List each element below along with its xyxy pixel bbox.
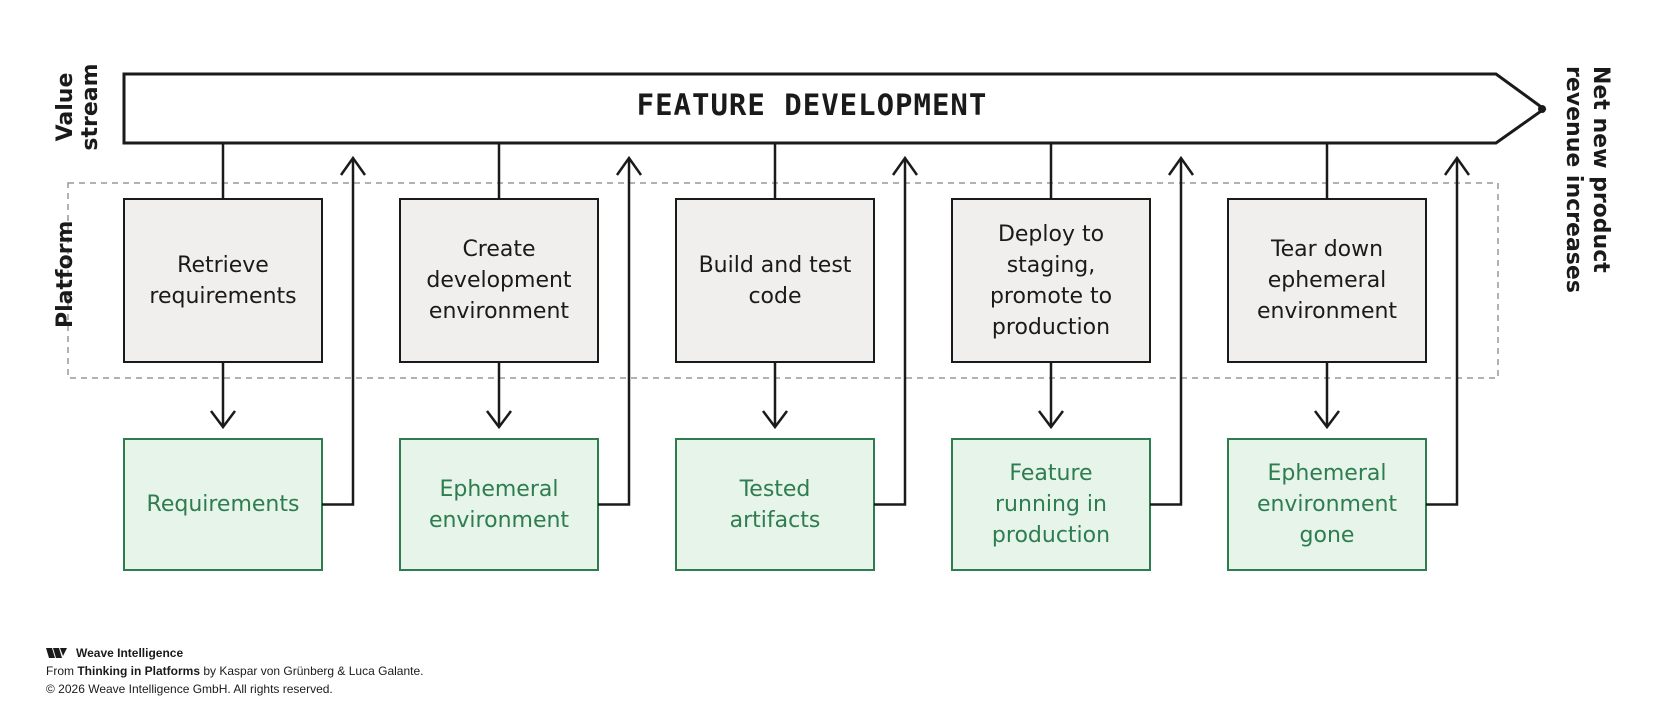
down-arrowhead bbox=[1038, 410, 1064, 430]
output-box-label-text: Ephemeral environment bbox=[429, 474, 569, 536]
net-revenue-label: Net new product revenue increases bbox=[1558, 66, 1614, 293]
output-to-banner-arrow bbox=[1150, 160, 1183, 506]
step-box-label-line: code bbox=[748, 283, 802, 309]
step-box-label: Retrieve requirements bbox=[124, 199, 322, 362]
step-box-label-line: environment bbox=[428, 299, 570, 324]
step-box-label-line: Deploy to bbox=[997, 221, 1105, 247]
output-box-label-line: Ephemeral bbox=[1267, 461, 1387, 486]
output-box-label-line: Tested bbox=[739, 476, 811, 502]
up-arrowhead bbox=[339, 155, 367, 176]
down-arrowhead bbox=[1314, 410, 1340, 430]
output-box-label-text: Feature running in production bbox=[992, 458, 1110, 551]
up-arrowhead bbox=[1167, 155, 1195, 176]
step-box bbox=[123, 198, 323, 363]
step-box-label-line: Tear down bbox=[1270, 237, 1384, 262]
down-arrowhead bbox=[486, 410, 512, 430]
down-arrowhead bbox=[762, 410, 788, 430]
net-revenue-label-line1: Net new product bbox=[1588, 66, 1613, 273]
output-box-label-line: Feature bbox=[1009, 461, 1093, 486]
output-box-label-line: production bbox=[991, 523, 1111, 548]
step-box bbox=[951, 198, 1151, 363]
platform-area bbox=[67, 182, 1499, 379]
step-box-label-line: staging, bbox=[1006, 252, 1096, 278]
net-revenue-label-line2: revenue increases bbox=[1561, 66, 1586, 293]
value-stream-label: Value stream bbox=[53, 59, 103, 155]
book-title: Thinking in Platforms bbox=[77, 664, 201, 678]
banner-title: FEATURE DEVELOPMENT bbox=[636, 88, 988, 122]
up-arrowhead bbox=[615, 155, 643, 176]
brand-name: Weave Intelligence bbox=[76, 646, 184, 660]
value-stream-label-line2: stream bbox=[78, 63, 103, 151]
step-box-label-text: Tear down ephemeral environment bbox=[1257, 234, 1397, 327]
down-arrowhead bbox=[210, 410, 236, 430]
output-box-label: Ephemeral environment gone bbox=[1228, 439, 1426, 570]
source-authors: by Kaspar von Grünberg & Luca Galante. bbox=[200, 664, 424, 678]
output-box-label-line: artifacts bbox=[729, 507, 821, 533]
output-box-label: Requirements bbox=[124, 439, 322, 570]
output-box-label-line: running in bbox=[995, 492, 1107, 517]
step-box-label-line: requirements bbox=[149, 283, 297, 309]
output-box-label: Feature running in production bbox=[952, 439, 1150, 570]
step-box-label-text: Retrieve requirements bbox=[149, 250, 296, 312]
banner-tip-dot bbox=[1538, 105, 1546, 113]
step-box bbox=[1227, 198, 1427, 363]
source-prefix: From bbox=[46, 664, 78, 678]
step-box-label-line: Create bbox=[462, 237, 536, 262]
weave-logo-icon bbox=[46, 648, 67, 658]
output-box-label-line: Ephemeral bbox=[439, 476, 559, 502]
output-box-label-line: Requirements bbox=[146, 492, 300, 517]
step-box-label-text: Deploy to staging, promote to production bbox=[990, 219, 1112, 343]
output-box bbox=[123, 438, 323, 571]
output-box bbox=[399, 438, 599, 571]
step-box-label-line: development bbox=[426, 268, 572, 293]
step-box-label-line: environment bbox=[1256, 299, 1398, 324]
output-box bbox=[951, 438, 1151, 571]
output-to-banner-arrow bbox=[322, 160, 355, 506]
step-box bbox=[399, 198, 599, 363]
step-box-label-text: Build and test code bbox=[699, 250, 852, 312]
output-box-label-line: environment bbox=[428, 507, 570, 533]
platform-label: Platform bbox=[53, 220, 78, 329]
output-to-banner-arrow bbox=[598, 160, 631, 506]
up-arrowhead bbox=[891, 155, 919, 176]
output-box-label: Tested artifacts bbox=[676, 439, 874, 570]
up-arrowhead bbox=[1443, 155, 1471, 176]
step-box-label-line: production bbox=[991, 314, 1111, 340]
step-box-label: Tear down ephemeral environment bbox=[1228, 199, 1426, 362]
brand-row: Weave Intelligence bbox=[46, 644, 423, 662]
output-to-banner-arrow bbox=[1426, 160, 1459, 506]
output-box-label: Ephemeral environment bbox=[400, 439, 598, 570]
step-box-label-text: Create development environment bbox=[426, 234, 571, 327]
step-box bbox=[675, 198, 875, 363]
step-box-label: Create development environment bbox=[400, 199, 598, 362]
output-box bbox=[675, 438, 875, 571]
value-stream-banner bbox=[122, 72, 1547, 145]
step-box-label-line: Build and test bbox=[698, 252, 852, 278]
value-stream-label-line1: Value bbox=[53, 72, 78, 142]
step-box-label-line: Retrieve bbox=[177, 252, 269, 278]
flow-layer bbox=[123, 143, 1471, 571]
step-box-label-line: promote to bbox=[989, 283, 1113, 309]
output-to-banner-arrow bbox=[874, 160, 907, 506]
copyright: © 2026 Weave Intelligence GmbH. All righ… bbox=[46, 682, 333, 696]
output-box-label-text: Tested artifacts bbox=[730, 474, 821, 536]
step-box-label: Build and test code bbox=[676, 199, 874, 362]
source-line: From Thinking in Platforms by Kaspar von… bbox=[46, 662, 423, 680]
step-box-label-line: ephemeral bbox=[1267, 268, 1387, 293]
output-box-label-text: Ephemeral environment gone bbox=[1257, 458, 1397, 551]
footer: Weave Intelligence From Thinking in Plat… bbox=[46, 644, 423, 698]
output-box-label-line: gone bbox=[1299, 523, 1355, 548]
output-box-label-line: environment bbox=[1256, 492, 1398, 517]
step-box-label: Deploy to staging, promote to production bbox=[952, 199, 1150, 362]
output-box-label-text: Requirements bbox=[147, 489, 300, 520]
